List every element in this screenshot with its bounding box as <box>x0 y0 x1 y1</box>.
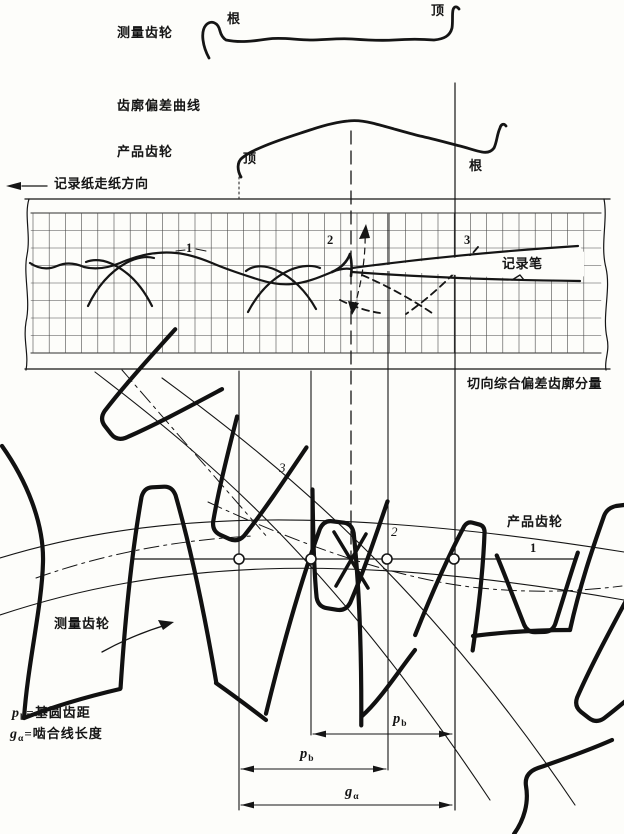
recording-paper <box>24 198 611 371</box>
pen-oscillation-arrow <box>348 224 370 315</box>
mesh-marker-1: 1 <box>530 541 537 555</box>
strip-caption: 切向综合偏差齿廓分量 <box>467 376 603 391</box>
rotation-arrow <box>101 620 174 653</box>
deviation-trace <box>28 246 479 315</box>
product-root-label: 根 <box>469 158 484 173</box>
pen-label: 记录笔 <box>502 256 543 271</box>
measuring-gear-bottom-label: 测量齿轮 <box>54 616 111 631</box>
measuring-gear-trace <box>201 5 461 60</box>
dimension-pb-upper <box>312 730 453 738</box>
legend-base-pitch: pb=基圆齿距 <box>12 705 91 723</box>
reference-lines <box>238 82 456 811</box>
dim-label-pb-upper: pb <box>393 711 407 729</box>
dimension-pb-lower <box>240 765 387 773</box>
strip-marker-2: 2 <box>327 233 334 247</box>
product-gear-trace <box>236 119 508 199</box>
dim-label-pb-lower: pb <box>300 746 314 764</box>
dimension-ga <box>240 801 453 809</box>
measuring-gear-teeth <box>0 443 624 728</box>
product-gear-mesh-label: 产品齿轮 <box>507 514 564 529</box>
engagement-points <box>233 553 460 565</box>
curve-title-label: 齿廓偏差曲线 <box>117 98 202 113</box>
product-tip-label: 顶 <box>243 151 258 166</box>
measuring-root-label: 根 <box>227 11 242 26</box>
paper-direction-label: 记录纸走纸方向 <box>54 176 149 191</box>
measuring-tip-label: 顶 <box>431 3 446 18</box>
strip-marker-3: 3 <box>464 233 471 247</box>
dim-label-ga: gα <box>345 784 359 802</box>
mesh-marker-2: 2 <box>391 524 398 539</box>
paper-torn-edge-right <box>603 198 609 371</box>
recording-pen <box>330 224 584 315</box>
legend-action-length: gα=啮合线长度 <box>10 726 103 744</box>
center-lines <box>35 369 623 592</box>
product-gear-top-label: 产品齿轮 <box>117 144 174 159</box>
strip-marker-1: 1 <box>186 241 193 255</box>
mesh-contact <box>332 530 370 590</box>
paper-torn-edge-left <box>24 198 30 371</box>
measuring-gear-top-label: 测量齿轮 <box>117 25 174 40</box>
grid-lines <box>30 212 602 354</box>
paper-direction-arrow <box>6 182 48 190</box>
mesh-marker-3: 3 <box>279 460 286 475</box>
